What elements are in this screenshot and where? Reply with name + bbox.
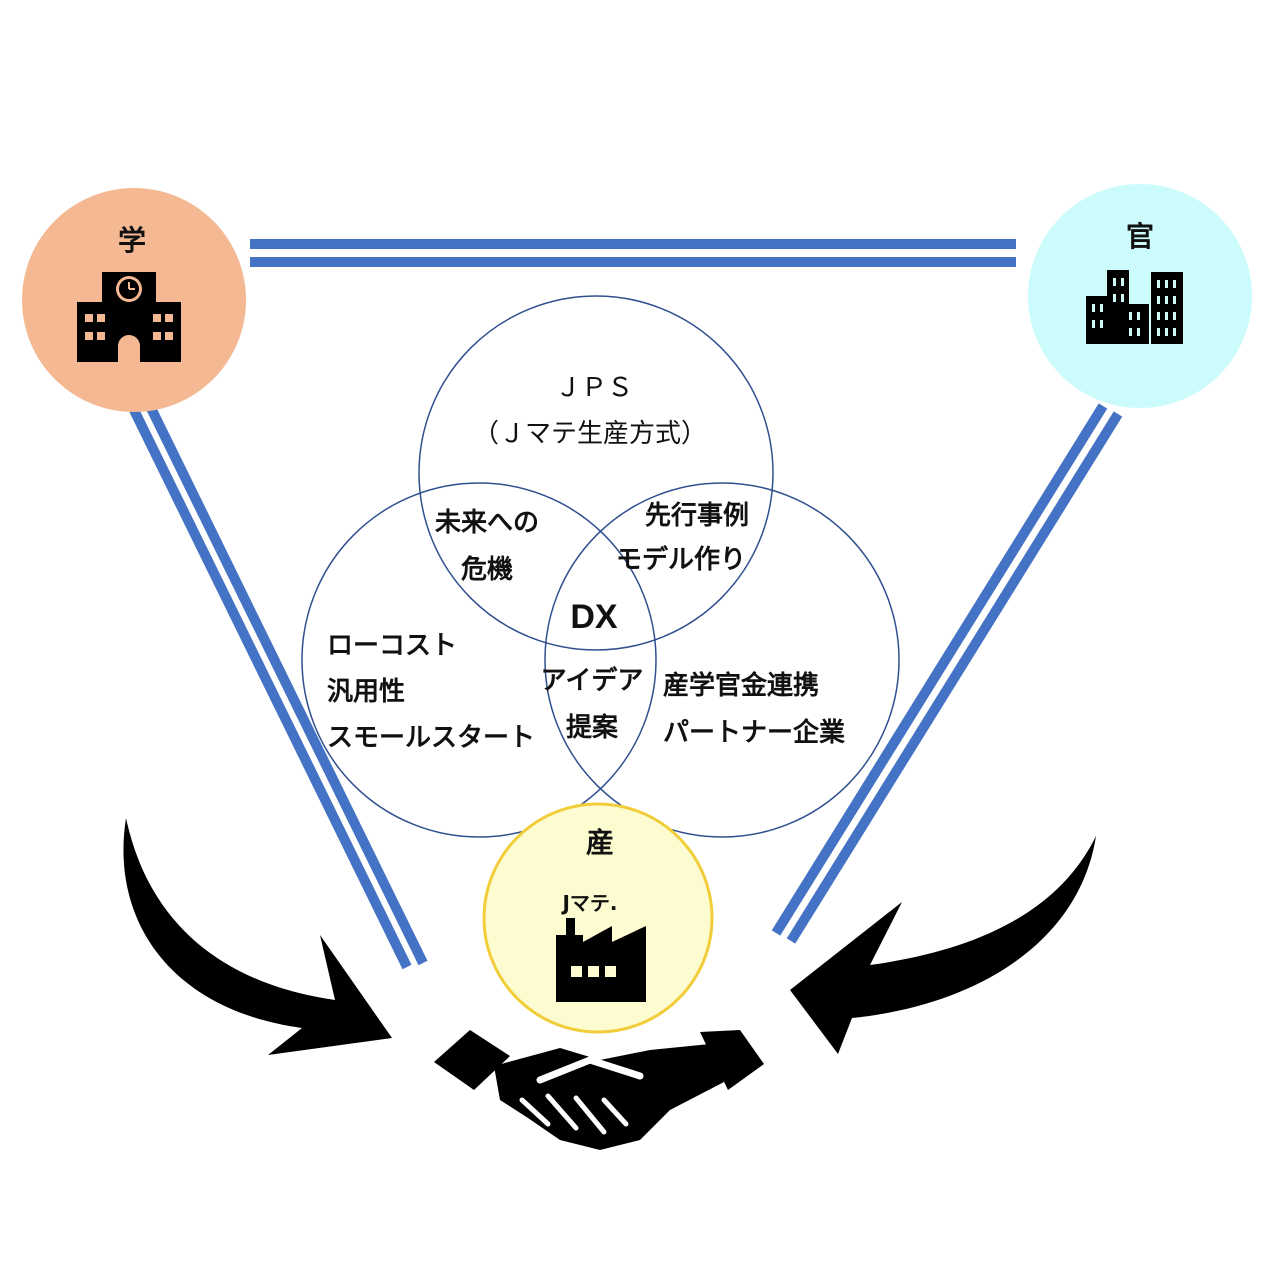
venn-top-label-2: （Ｊマテ生産方式）: [473, 419, 707, 449]
arrow-right-icon: [790, 836, 1096, 1054]
venn-diagram: ＪＰＳ （Ｊマテ生産方式） 未来への 危機 先行事例 モデル作り DX ローコス…: [301, 295, 900, 838]
venn-top-right-label-2: モデル作り: [616, 544, 746, 575]
venn-left-label-1: ローコスト: [327, 631, 457, 661]
venn-bottom-center-label-2: 提案: [566, 712, 619, 743]
node-industry-label: 産: [586, 826, 614, 859]
office-buildings-icon: [1086, 270, 1183, 344]
node-industry-sublabel: Jマテ.: [560, 891, 617, 915]
venn-circle-right: [544, 482, 900, 838]
venn-left-label-3: スモールスタート: [327, 723, 535, 753]
node-government: 官: [1028, 184, 1252, 408]
venn-left-label-2: 汎用性: [327, 677, 405, 707]
connector-government-industry: [771, 403, 1123, 944]
venn-circle-jps: [418, 295, 774, 651]
node-academia-label: 学: [118, 224, 146, 257]
handshake-icon: [434, 1030, 764, 1150]
node-industry-circle: [482, 802, 714, 1034]
connector-academia-government: [250, 239, 1016, 267]
venn-top-right-label-1: 先行事例: [645, 500, 749, 531]
venn-bottom-center-label-1: アイデア: [541, 665, 644, 696]
venn-top-left-label-1: 未来への: [435, 508, 539, 538]
node-industry: 産 Jマテ.: [482, 802, 714, 1034]
factory-icon: [556, 918, 646, 1002]
school-icon: [77, 272, 181, 362]
node-government-label: 官: [1126, 220, 1154, 253]
venn-circle-left: [301, 482, 657, 838]
connector-academia-industry: [129, 403, 428, 970]
node-academia: 学: [22, 188, 246, 412]
node-government-circle: [1028, 184, 1252, 408]
venn-top-left-label-2: 危機: [461, 554, 513, 585]
venn-right-label-1: 産学官金連携: [663, 670, 819, 701]
venn-right-label-2: パートナー企業: [663, 717, 845, 748]
venn-center-label: DX: [570, 598, 618, 636]
venn-top-label-1: ＪＰＳ: [555, 373, 633, 403]
arrow-left-icon: [123, 818, 393, 1055]
